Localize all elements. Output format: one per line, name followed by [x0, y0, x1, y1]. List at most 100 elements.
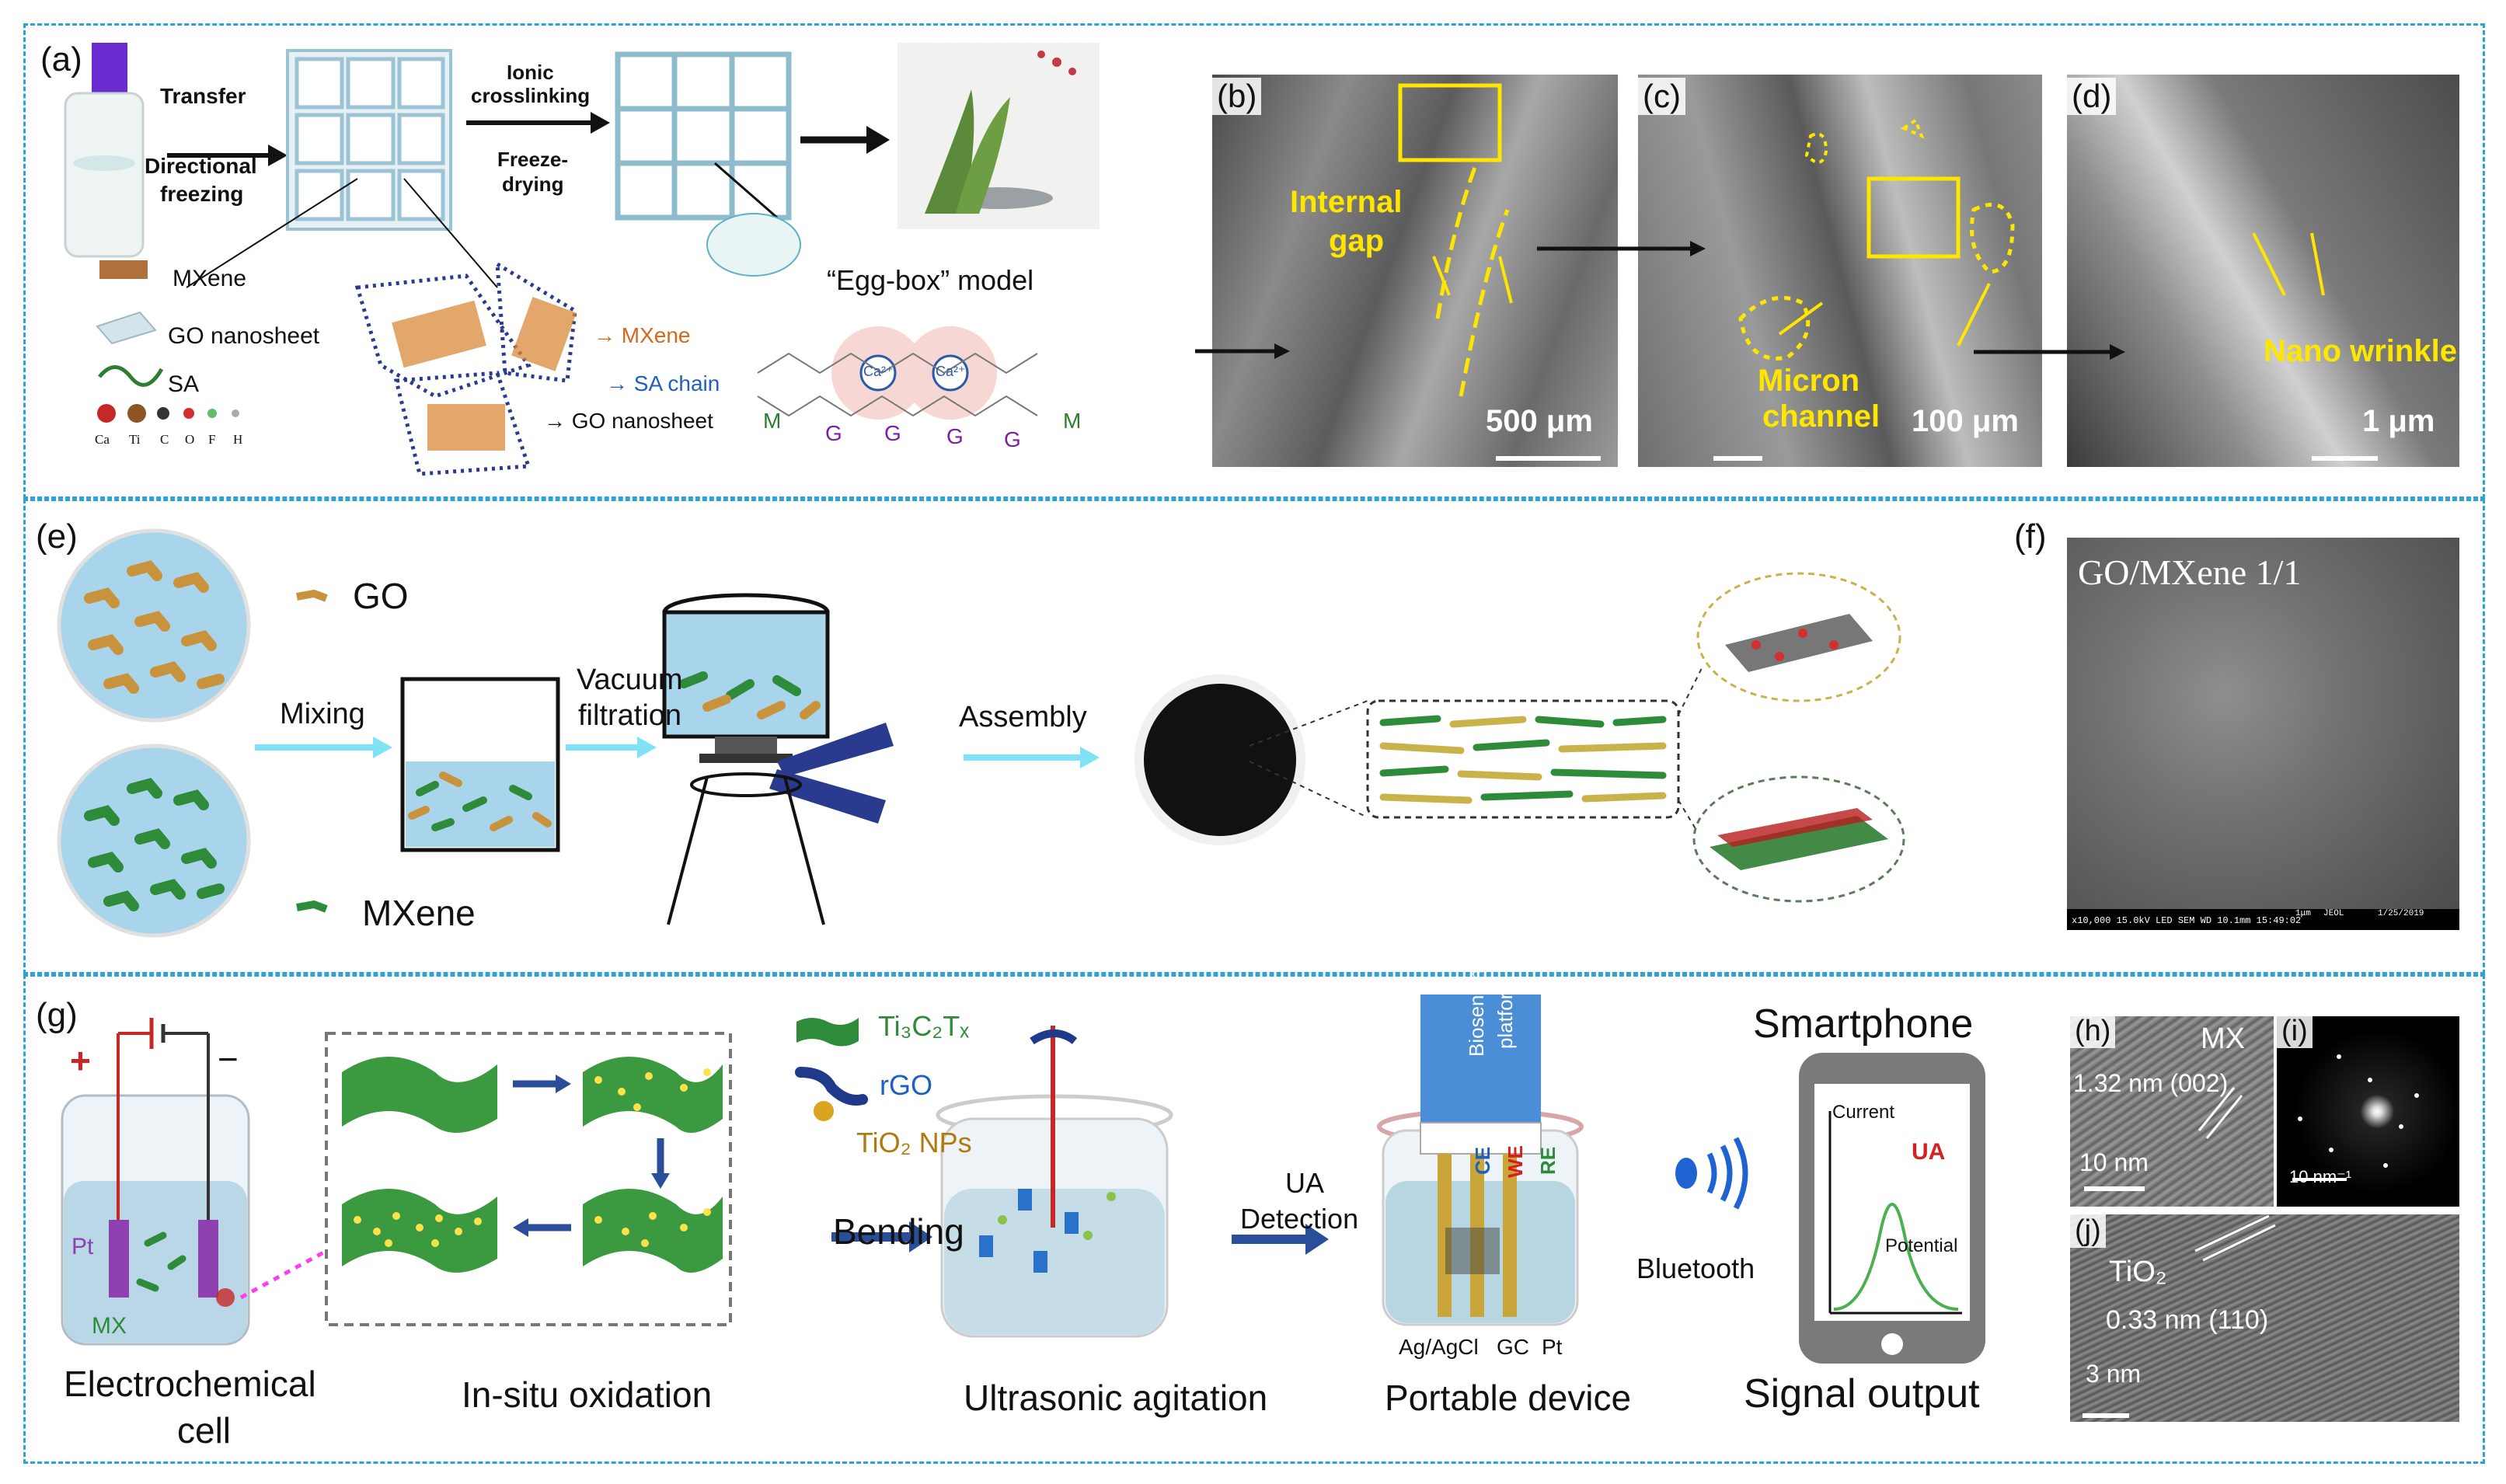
step-drying-label: drying: [502, 172, 564, 196]
mxene-legend-icon: [99, 260, 148, 279]
legend-rgo-label: rGO: [880, 1069, 932, 1101]
atom-ti-icon: [127, 404, 146, 423]
biosensing-platform-label: Biosensing: [1465, 957, 1488, 1057]
legend-sa-label: SA: [168, 371, 200, 397]
step-transfer-label: Transfer: [160, 84, 246, 108]
internal-gap-annotation: gap: [1329, 224, 1385, 258]
biosensing-platform-label: platform: [1493, 976, 1517, 1049]
atom-ca-icon: [97, 404, 116, 423]
tem-image-j: [2070, 1214, 2459, 1422]
electrode-bottom-label: Ag/AgCl: [1399, 1335, 1479, 1359]
phone-potential-label: Potential: [1885, 1235, 1958, 1256]
layered-structure-box: [1366, 699, 1680, 819]
legend-go-label: GO: [353, 576, 409, 616]
panel-i-label: (i): [2277, 1015, 2313, 1048]
panel-f-label: (f): [2014, 517, 2047, 556]
go-dispersion-circle: [57, 528, 251, 723]
egg-box-unit-g: G: [946, 424, 964, 448]
legend-ti3c2tx-label: Ti₃C₂Tₓ: [878, 1010, 970, 1042]
callout-mxene: → MXene: [594, 323, 691, 347]
egg-box-title: “Egg-box” model: [827, 264, 1034, 296]
callout-go-nanosheet: → GO nanosheet: [544, 409, 713, 433]
panel-a-illustration: [64, 43, 1100, 476]
plant-photo-icon: [897, 43, 1100, 229]
anode-plus-sign: +: [70, 1040, 91, 1081]
step-freezing-label: freezing: [160, 182, 244, 206]
honeycomb-icon: [286, 49, 452, 231]
panel-g-illustration: [61, 995, 1985, 1364]
ultrasonic-beaker-icon: [936, 1026, 1173, 1338]
electrode-bottom-label: Pt: [1542, 1335, 1563, 1359]
sem-f-footer-date: 1/25/2019: [2378, 909, 2424, 918]
panel-b-label: (b): [1212, 78, 1262, 115]
portable-device-icon: [1377, 995, 1584, 1326]
scale-bar-b-label: 500 μm: [1486, 404, 1593, 438]
legend-go-label: GO nanosheet: [168, 323, 320, 349]
tem-annotations: [2083, 1054, 2419, 1418]
step-ionic-label: Ionic: [507, 61, 554, 84]
cathode-minus-sign: −: [218, 1039, 239, 1079]
smartphone-icon: [1799, 1053, 1985, 1364]
callout-sa-chain: → SA chain: [606, 371, 720, 395]
ultrasonic-caption: Ultrasonic agitation: [964, 1378, 1268, 1418]
filtration-apparatus-icon: [662, 593, 894, 925]
bluetooth-icon: [1675, 1137, 1748, 1210]
egg-box-unit-g: G: [884, 421, 901, 445]
egg-box-unit-g: G: [825, 421, 842, 445]
electrode-bottom-label: GC: [1497, 1335, 1529, 1359]
atom-label: Ti: [129, 432, 141, 447]
panel-g-j-frame: [23, 974, 2485, 1464]
go-legend-icon: [296, 589, 328, 602]
tem-j-scale-label: 3 nm: [2086, 1360, 2142, 1388]
phone-title: Smartphone: [1753, 1002, 1974, 1047]
egg-box-diagram: [757, 326, 1038, 420]
micron-channel-annotation: Micron: [1758, 364, 1860, 398]
panel-a-label: (a): [40, 40, 82, 78]
electrode-we-label: WE: [1504, 1145, 1527, 1178]
phone-caption: Signal output: [1744, 1371, 1980, 1416]
panel-g-label: (g): [36, 996, 78, 1034]
atom-f-icon: [207, 409, 217, 418]
egg-box-unit-m: M: [763, 409, 782, 433]
sem-image-b: [1212, 75, 1618, 467]
electrode-ce-label: CE: [1471, 1146, 1494, 1175]
egg-box-unit-m: M: [1063, 409, 1082, 433]
mxene-legend-icon: [296, 900, 328, 913]
phone-current-label: Current: [1832, 1102, 1895, 1123]
beaker-icon: [400, 677, 560, 852]
electrode-mx-label: MX: [92, 1313, 127, 1339]
atom-label: O: [185, 432, 195, 447]
step-vacuum-label: Vacuum: [577, 664, 683, 696]
cell-caption: cell: [177, 1410, 232, 1451]
crosslinked-grid-icon: [615, 51, 792, 221]
panel-j-label: (j): [2070, 1214, 2106, 1248]
tem-h-scale-label: 10 nm: [2079, 1148, 2149, 1176]
sem-f-footer-text: x10,000 15.0kV LED SEM WD 10.1mm 15:49:0…: [2072, 915, 2302, 926]
oxidation-caption: In-situ oxidation: [462, 1374, 713, 1415]
tio2-legend-icon: [814, 1101, 834, 1121]
tem-j-spacing-label: 0.33 nm (110): [2106, 1305, 2269, 1335]
nano-wrinkle-annotation: Nano wrinkle: [2264, 334, 2457, 368]
panel-e-label: (e): [36, 517, 78, 556]
atom-label: Ca: [95, 432, 110, 447]
micron-channel-annotation: channel: [1762, 399, 1880, 434]
tem-h-spacing-label: 1.32 nm (002): [2073, 1069, 2229, 1097]
oxidation-box: [325, 1032, 732, 1326]
sem-f-footer: x10,000 15.0kV LED SEM WD 10.1mm 15:49:0…: [2067, 909, 2459, 930]
electrochemical-cell-icon: [61, 1018, 250, 1346]
vial-icon: [64, 43, 145, 258]
ti3c2tx-legend-icon: [796, 1018, 859, 1047]
panel-h-label: (h): [2070, 1015, 2116, 1048]
saed-i-scale-label: 10 nm⁻¹: [2289, 1167, 2352, 1186]
panel-e-illustration: [57, 528, 1905, 938]
egg-box-ion-2: Ca²⁺: [936, 364, 966, 379]
go-legend-icon: [96, 311, 157, 345]
sem-f-footer-scale: 1μm: [2295, 909, 2311, 918]
sa-legend-icon: [98, 365, 164, 387]
atom-c-icon: [157, 407, 169, 420]
sem-image-d: [2067, 75, 2459, 467]
tem-h-mx-label: MX: [2201, 1022, 2245, 1055]
device-caption: Portable device: [1385, 1378, 1632, 1418]
sem-f-title: GO/MXene 1/1: [2078, 552, 2302, 592]
sem-f-footer-brand: JEOL: [2323, 909, 2344, 918]
